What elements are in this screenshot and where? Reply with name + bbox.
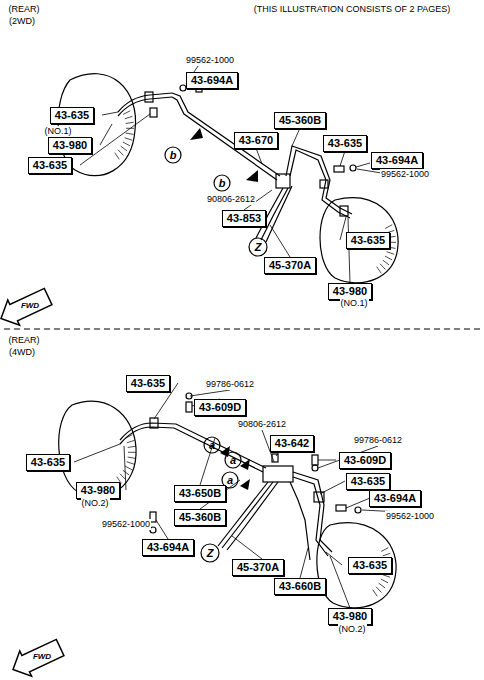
part-label: 99562-1000: [185, 55, 235, 66]
heading-note: (2WD): [8, 16, 36, 27]
part-number-box: 43-635: [26, 454, 70, 471]
part-number: 43-635: [351, 234, 385, 247]
part-number: 43-635: [55, 109, 89, 122]
part-number-box: 43-980: [76, 482, 120, 499]
part-number-box: 43-980: [48, 137, 92, 154]
part-number-box: 43-853: [222, 210, 266, 227]
part-number-box: 43-694A: [142, 539, 194, 556]
part-number: 43-853: [227, 212, 261, 225]
callout-letter: Z: [206, 548, 215, 559]
part-number-box: 45-360B: [274, 112, 326, 129]
part-label: (NO.2): [338, 624, 367, 635]
section-separator: [4, 328, 480, 329]
part-number-box: 43-670: [234, 132, 278, 149]
part-number-box: 43-609D: [339, 452, 391, 469]
part-number: 43-694A: [374, 492, 416, 505]
part-number-box: 43-635: [50, 107, 94, 124]
drum-fins: [115, 111, 396, 597]
heading-note: (4WD): [8, 347, 36, 358]
part-number: 43-642: [275, 437, 309, 450]
part-number: 45-360B: [179, 511, 221, 524]
part-number-box: 43-642: [270, 435, 314, 452]
part-number: 43-635: [31, 456, 65, 469]
part-number: 43-980: [333, 610, 367, 623]
part-number: 43-694A: [191, 74, 233, 87]
callout-circle: [165, 147, 267, 562]
heading-note: (THIS ILLUSTRATION CONSISTS OF 2 PAGES): [253, 4, 452, 15]
part-label: (NO.2): [81, 498, 110, 509]
part-number: 45-370A: [237, 561, 279, 574]
part-number-box: 43-660B: [274, 578, 326, 595]
part-number: 43-980: [53, 139, 87, 152]
brake-pipe: [118, 82, 356, 242]
part-number: 43-609D: [344, 454, 386, 467]
direction-label: FWD: [20, 300, 40, 311]
part-label: 90806-2612: [206, 194, 256, 205]
part-number-box: 43-650B: [174, 485, 226, 502]
part-number-box: 43-635: [348, 557, 392, 574]
part-number-box: 43-694A: [369, 490, 421, 507]
part-label: 99786-0612: [353, 435, 403, 446]
callout-letter: a: [229, 455, 237, 466]
part-number-box: 45-360B: [174, 509, 226, 526]
part-label: 99562-1000: [380, 169, 430, 180]
part-label: 99562-1000: [101, 519, 151, 530]
part-number: 43-980: [333, 285, 367, 298]
heading-note: (REAR): [8, 335, 41, 346]
part-label: 99786-0612: [205, 379, 255, 390]
direction-label: FWD: [32, 651, 52, 662]
part-number: 43-694A: [376, 154, 418, 167]
part-number: 43-980: [81, 484, 115, 497]
callout-letter: a: [208, 440, 216, 451]
part-number-box: 43-980: [328, 608, 372, 625]
part-number: 43-635: [353, 559, 387, 572]
part-number-box: 43-635: [126, 375, 170, 392]
part-number: 43-694A: [147, 541, 189, 554]
part-number-box: 43-635: [346, 473, 390, 490]
part-number: 43-635: [328, 137, 362, 150]
part-label: 90806-2612: [237, 419, 287, 430]
part-number: 43-635: [131, 377, 165, 390]
part-number-box: 43-635: [28, 157, 72, 174]
fwd-arrow: [0, 284, 54, 331]
callout-letter: a: [226, 475, 234, 486]
part-number: 45-370A: [269, 259, 311, 272]
part-label: (NO.1): [44, 126, 73, 137]
part-label: (NO.1): [340, 298, 369, 309]
heading-note: (REAR): [8, 4, 41, 15]
fwd-arrow: [7, 635, 66, 680]
part-number: 43-635: [33, 159, 67, 172]
part-number: 43-635: [351, 475, 385, 488]
brake-drum: [58, 74, 398, 608]
callout-letter: Z: [254, 242, 263, 253]
part-label: 99562-1000: [385, 511, 435, 522]
leader-line: [74, 66, 400, 608]
part-number: 43-660B: [279, 580, 321, 593]
callout-letter: b: [218, 178, 227, 189]
part-number-box: 45-370A: [264, 257, 316, 274]
callout-letter: b: [169, 150, 178, 161]
part-number-box: 43-694A: [186, 72, 238, 89]
part-number-box: 43-635: [323, 135, 367, 152]
part-number: 43-670: [239, 134, 273, 147]
part-number-box: 45-370A: [232, 559, 284, 576]
part-number-box: 43-694A: [371, 152, 423, 169]
part-number-box: 43-609D: [194, 399, 246, 416]
part-number-box: 43-635: [346, 232, 390, 249]
part-number: 43-650B: [179, 487, 221, 500]
direction-arrow: [190, 128, 258, 490]
part-number: 43-609D: [199, 401, 241, 414]
brake-pipe: [120, 393, 361, 560]
part-number: 45-360B: [279, 114, 321, 127]
